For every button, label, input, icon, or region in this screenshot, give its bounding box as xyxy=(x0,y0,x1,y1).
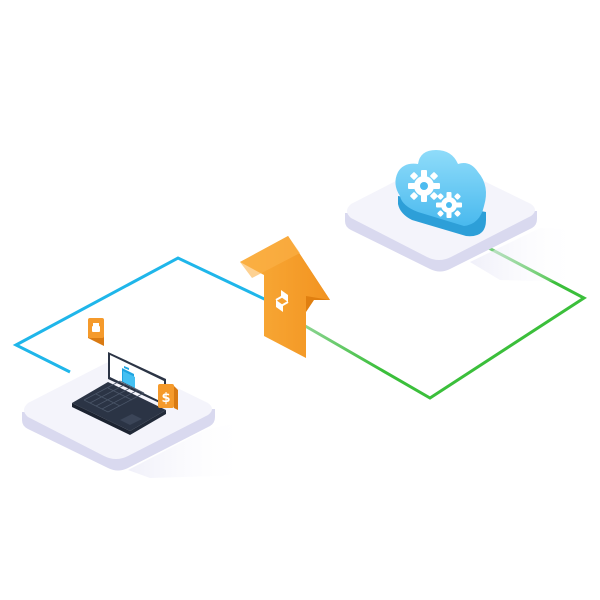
connector-blue-line xyxy=(12,256,299,374)
left-platform-shadow xyxy=(128,420,250,478)
laptop-keyboard xyxy=(83,380,145,413)
folder-icon xyxy=(122,366,135,389)
gear-icon xyxy=(408,170,440,202)
laptop-icon xyxy=(72,352,166,435)
laptop-base-edge xyxy=(72,403,130,435)
printer-icon xyxy=(88,318,104,346)
laptop-screen-display xyxy=(110,355,164,403)
sync-icon xyxy=(275,290,289,312)
cloud-front xyxy=(395,150,486,226)
gear-icon-small xyxy=(436,192,462,218)
laptop-trackpad xyxy=(120,414,142,425)
cloud-icon xyxy=(395,150,486,237)
upload-arrow-icon xyxy=(240,236,330,358)
svg-text:$: $ xyxy=(161,391,170,406)
right-platform-shadow xyxy=(470,228,580,282)
dollar-icon: $ xyxy=(158,384,178,410)
